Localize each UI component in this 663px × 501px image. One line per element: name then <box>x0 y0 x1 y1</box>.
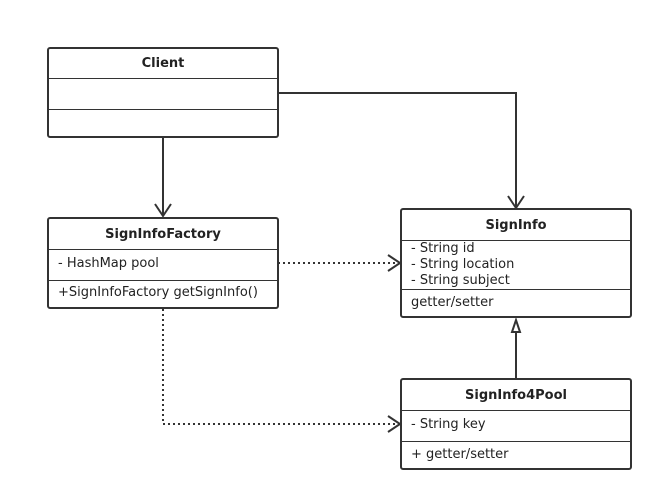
attribute: - String subject <box>411 273 510 288</box>
methods-section: +SignInfoFactory getSignInfo() <box>49 280 277 307</box>
association-client-factory <box>154 137 172 218</box>
attributes-section: - HashMap pool <box>49 250 277 280</box>
association-client-signinfo <box>278 92 525 210</box>
class-client: Client <box>47 47 279 138</box>
class-signinfofactory: SignInfoFactory - HashMap pool +SignInfo… <box>47 217 279 309</box>
class-name: SignInfoFactory <box>49 219 277 250</box>
methods-section <box>49 109 277 136</box>
attribute: - HashMap pool <box>58 256 159 271</box>
class-signinfo4pool: SignInfo4Pool - String key + getter/sett… <box>400 378 632 470</box>
attributes-section <box>49 79 277 109</box>
attribute: - String key <box>411 417 486 432</box>
attributes-section: - String id - String location - String s… <box>402 241 630 289</box>
method: +SignInfoFactory getSignInfo() <box>58 285 258 300</box>
dependency-factory-pool <box>162 309 402 433</box>
attribute: - String id <box>411 241 475 256</box>
method: getter/setter <box>411 295 494 310</box>
attributes-section: - String key <box>402 411 630 441</box>
class-name: SignInfo4Pool <box>402 380 630 411</box>
methods-section: + getter/setter <box>402 441 630 468</box>
dependency-factory-signinfo <box>278 254 402 272</box>
class-name: SignInfo <box>402 210 630 241</box>
class-signinfo: SignInfo - String id - String location -… <box>400 208 632 318</box>
method: + getter/setter <box>411 447 509 462</box>
methods-section: getter/setter <box>402 289 630 316</box>
attribute: - String location <box>411 257 515 272</box>
class-name: Client <box>49 49 277 79</box>
generalization-pool-signinfo <box>510 316 522 379</box>
